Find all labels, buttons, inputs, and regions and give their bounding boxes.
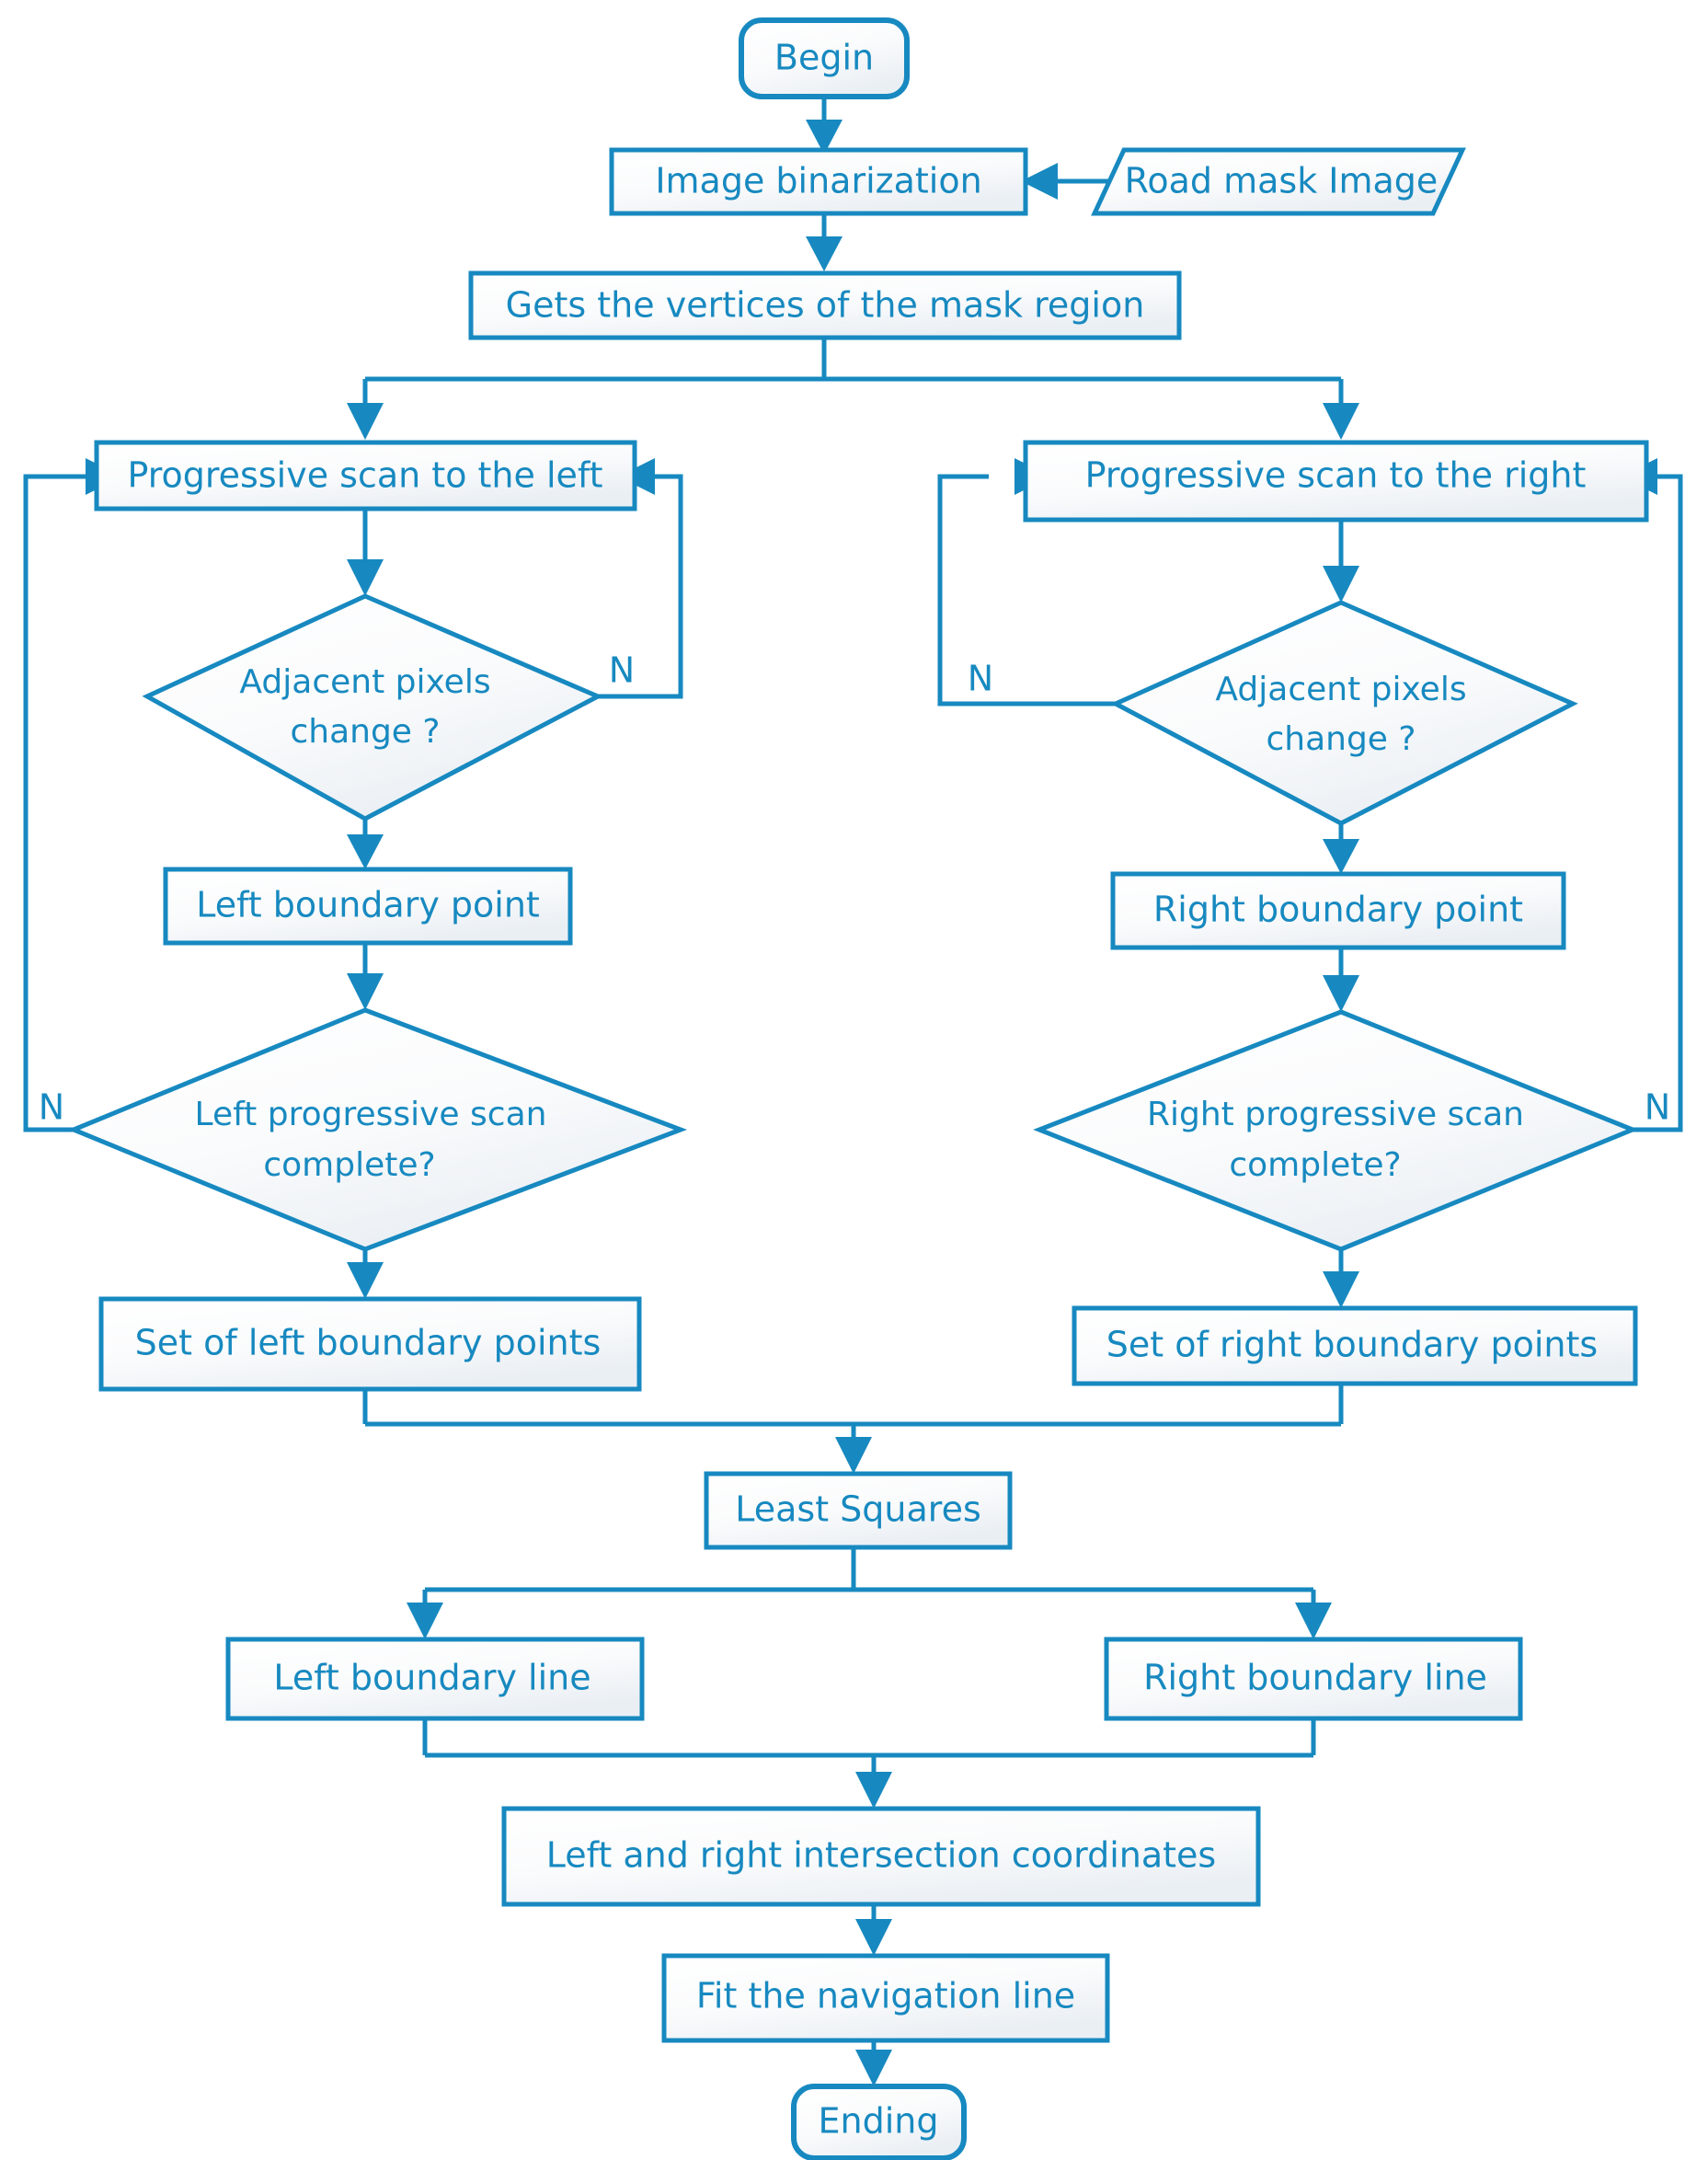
binarization-label: Image binarization <box>655 161 981 201</box>
scan-right-label: Progressive scan to the right <box>1085 455 1587 496</box>
arrowhead-binarization-to-vertices <box>806 236 843 271</box>
node-fit-navigation-line[interactable]: Fit the navigation line <box>661 1953 1110 2043</box>
arrowhead-leftbp-to-leftdone <box>347 973 384 1010</box>
left-bp-shape <box>163 867 573 946</box>
set-left-label: Set of left boundary points <box>135 1323 602 1363</box>
left-line-label: Left boundary line <box>273 1658 590 1698</box>
fit-nav-shape <box>661 1953 1110 2043</box>
edge-adjright-n-loop <box>937 474 1116 707</box>
left-line-shape <box>225 1637 645 1721</box>
edge-lines-merge-bus <box>422 1718 1316 1788</box>
arrowhead-adjright-to-rightbp <box>1323 839 1359 874</box>
left-bp-label: Left boundary point <box>196 885 540 925</box>
binarization-shape <box>609 147 1028 216</box>
road-mask-label: Road mask Image <box>1125 161 1439 201</box>
arrowhead-leastsquares-to-leftline <box>407 1603 443 1639</box>
adj-left-shape <box>142 593 603 821</box>
arrowhead-fitnav-to-ending <box>855 2050 892 2086</box>
edge-rightdone-n-loop <box>1633 474 1683 1132</box>
edge-leftdone-n-loop <box>23 474 97 1132</box>
scan-left-label: Progressive scan to the left <box>127 455 602 496</box>
fit-nav-label: Fit the navigation line <box>696 1976 1075 2016</box>
arrowhead-intersection-to-fitnav <box>855 1919 892 1956</box>
node-begin[interactable]: Begin <box>739 17 910 99</box>
node-left-boundary-line[interactable]: Left boundary line <box>225 1637 645 1721</box>
set-right-label: Set of right boundary points <box>1106 1325 1598 1365</box>
left-done-label-line1: Left progressive scan <box>195 1096 547 1133</box>
adj-left-label-line2: change ? <box>290 713 440 751</box>
arrowhead-leastsquares-to-rightline <box>1295 1603 1332 1639</box>
node-road-mask-image[interactable]: Road mask Image <box>1091 147 1466 216</box>
adj-right-label-line1: Adjacent pixels <box>1215 671 1466 708</box>
adj-right-label-line2: change ? <box>1266 720 1416 758</box>
right-line-shape <box>1104 1637 1523 1721</box>
node-progressive-scan-right[interactable]: Progressive scan to the right <box>1023 440 1649 523</box>
node-gets-vertices[interactable]: Gets the vertices of the mask region <box>468 270 1182 340</box>
right-done-n-label: N <box>1645 1087 1670 1128</box>
node-right-boundary-line[interactable]: Right boundary line <box>1104 1637 1523 1721</box>
left-done-n-label: N <box>39 1087 64 1128</box>
node-right-boundary-point[interactable]: Right boundary point <box>1110 871 1566 950</box>
vertices-shape <box>468 270 1182 340</box>
ending-shape <box>791 2084 967 2160</box>
arrowhead-merge-to-leastsquares <box>835 1437 872 1474</box>
arrowhead-adjleft-to-leftbp <box>347 834 384 869</box>
road-mask-shape <box>1091 147 1466 216</box>
arrowhead-roadmask-to-binarization <box>1021 163 1058 200</box>
edge-adjleft-n-loop <box>598 474 683 699</box>
right-done-shape <box>1033 1009 1639 1252</box>
intersection-shape <box>501 1806 1261 1907</box>
arrowhead-lines-to-intersection <box>855 1772 892 1809</box>
node-left-progressive-scan-complete[interactable]: Left progressive scan complete? N <box>39 1007 688 1252</box>
edge-sets-merge-bus <box>362 1384 1344 1453</box>
adj-left-label-line1: Adjacent pixels <box>239 663 490 701</box>
arrowhead-rightbp-to-rightdone <box>1323 975 1359 1012</box>
node-set-of-left-boundary-points[interactable]: Set of left boundary points <box>98 1296 642 1392</box>
right-done-label-line2: complete? <box>1229 1146 1401 1184</box>
node-adjacent-pixels-change-left[interactable]: Adjacent pixels change ? N <box>142 593 635 821</box>
begin-label: Begin <box>774 38 874 78</box>
right-done-label-line1: Right progressive scan <box>1147 1096 1524 1133</box>
set-left-shape <box>98 1296 642 1392</box>
arrowhead-begin-to-binarization <box>806 120 843 155</box>
right-line-label: Right boundary line <box>1143 1658 1487 1698</box>
least-squares-label: Least Squares <box>735 1489 981 1530</box>
node-ending[interactable]: Ending <box>791 2084 967 2160</box>
intersection-label: Left and right intersection coordinates <box>546 1835 1216 1876</box>
node-left-boundary-point[interactable]: Left boundary point <box>163 867 573 946</box>
edge-vertices-split-bus <box>362 338 1344 419</box>
right-bp-shape <box>1110 871 1566 950</box>
arrowhead-vertices-to-scanright <box>1323 403 1359 440</box>
begin-shape <box>739 17 910 99</box>
arrowhead-leftdone-to-setleft <box>347 1262 384 1299</box>
ending-label: Ending <box>819 2101 939 2142</box>
arrowhead-vertices-to-scanleft <box>347 403 384 440</box>
adj-right-n-label: N <box>968 659 993 699</box>
node-right-progressive-scan-complete[interactable]: Right progressive scan complete? N <box>1033 1009 1670 1252</box>
set-right-shape <box>1072 1305 1638 1386</box>
node-intersection-coordinates[interactable]: Left and right intersection coordinates <box>501 1806 1261 1907</box>
adj-right-shape <box>1110 600 1578 826</box>
node-image-binarization[interactable]: Image binarization <box>609 147 1028 216</box>
right-bp-label: Right boundary point <box>1153 890 1523 930</box>
left-done-shape <box>67 1007 688 1252</box>
node-adjacent-pixels-change-right[interactable]: Adjacent pixels change ? N <box>968 600 1578 826</box>
edge-leastsquares-split-bus <box>422 1545 1316 1619</box>
arrowhead-scanright-to-adjright <box>1323 566 1359 603</box>
adj-left-n-label: N <box>609 650 635 691</box>
scan-right-shape <box>1023 440 1649 523</box>
vertices-label: Gets the vertices of the mask region <box>506 285 1145 326</box>
node-progressive-scan-left[interactable]: Progressive scan to the left <box>94 440 637 511</box>
left-done-label-line2: complete? <box>263 1146 435 1184</box>
node-set-of-right-boundary-points[interactable]: Set of right boundary points <box>1072 1305 1638 1386</box>
arrowhead-scanleft-to-adjleft <box>347 559 384 596</box>
least-squares-shape <box>704 1471 1013 1550</box>
scan-left-shape <box>94 440 637 511</box>
arrowhead-rightdone-to-setright <box>1323 1271 1359 1308</box>
node-least-squares[interactable]: Least Squares <box>704 1471 1013 1550</box>
